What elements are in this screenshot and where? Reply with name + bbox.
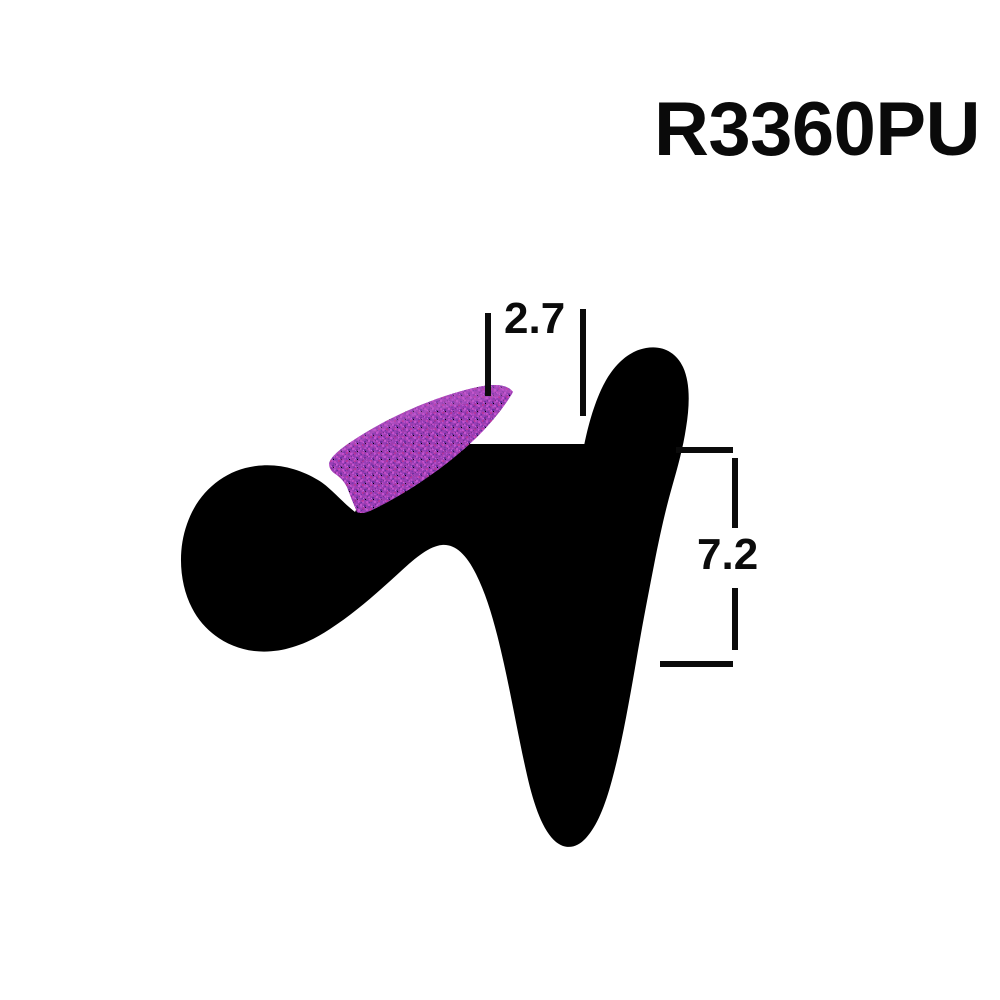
profile-body-black bbox=[180, 347, 689, 847]
part-number-title: R3360PU bbox=[653, 87, 981, 172]
dimension-label-width: 2.7 bbox=[504, 294, 566, 343]
dimension-label-height: 7.2 bbox=[697, 530, 759, 579]
dimension-width-2-7 bbox=[485, 309, 586, 416]
flocked-lip-highlight bbox=[330, 384, 513, 461]
dimension-height-7-2 bbox=[660, 447, 738, 667]
profile-shoulder-step bbox=[436, 444, 590, 466]
profile-body-group bbox=[180, 347, 689, 847]
